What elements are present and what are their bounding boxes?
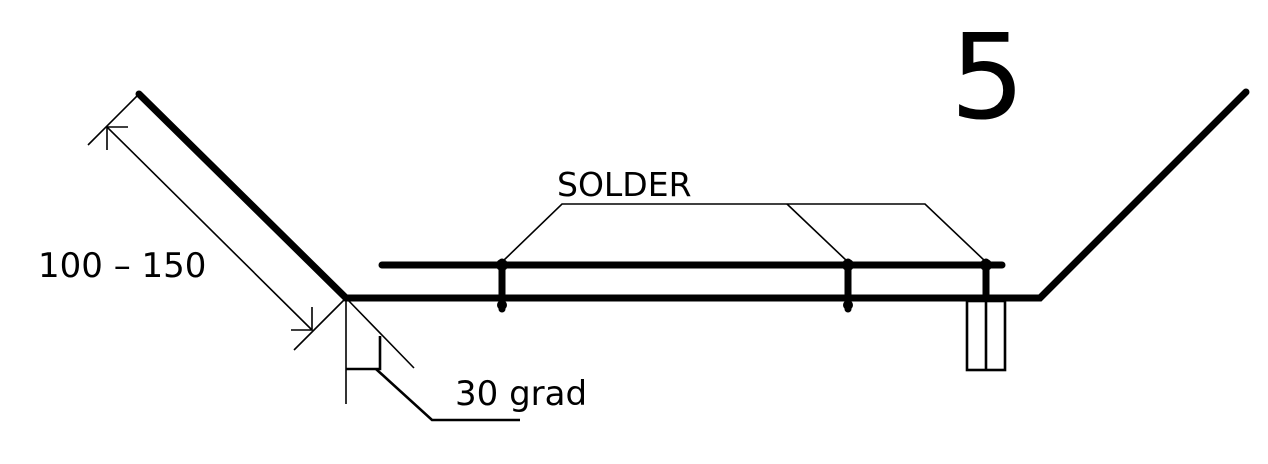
solder-leader-1 — [501, 203, 987, 263]
extension-line-bottom — [293, 297, 347, 351]
solder-leader-2 — [786, 203, 849, 263]
solder-point-2 — [842, 259, 854, 271]
dimension-arrow-top — [106, 126, 128, 150]
profile-outline — [135, 88, 1250, 302]
joint-point-1 — [497, 300, 507, 310]
solder-point-3 — [980, 259, 992, 271]
dimension-label: 100 – 150 — [38, 246, 206, 286]
solder-label: SOLDER — [557, 165, 692, 204]
extension-line-top — [87, 93, 140, 146]
angle-arc-marker — [346, 336, 382, 371]
angle-leader — [375, 368, 520, 422]
figure-number: 5 — [950, 8, 1025, 146]
angle-label: 30 grad — [455, 374, 587, 414]
dimension-line — [106, 126, 313, 331]
solder-point-1 — [496, 259, 508, 271]
joint-point-2 — [843, 300, 853, 310]
angle-diagonal-reference — [345, 297, 415, 369]
dimension-arrow-bottom — [291, 307, 313, 331]
